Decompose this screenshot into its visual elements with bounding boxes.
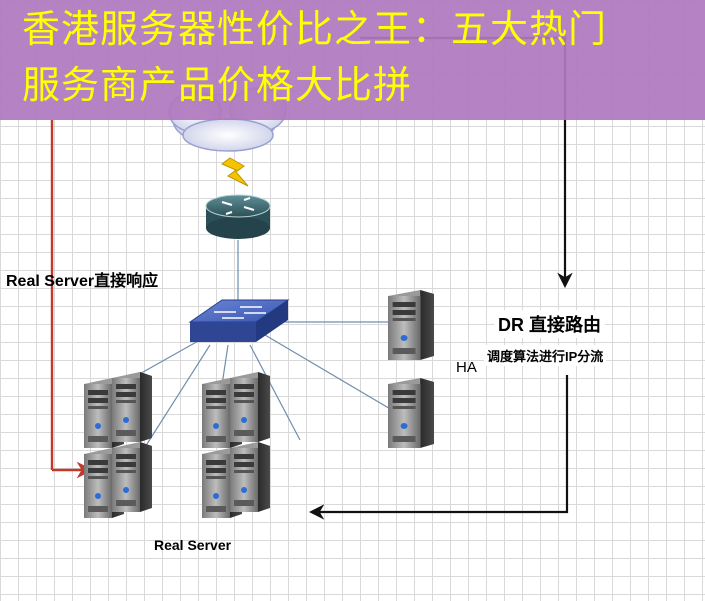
- server-icon: [112, 442, 152, 512]
- switch-to-server3-link: [249, 344, 301, 441]
- router-icon: [205, 194, 271, 239]
- direct-response-arrow: [50, 120, 94, 479]
- real-server-label: Real Server: [154, 537, 232, 553]
- banner-title-line-2: 服务商产品价格大比拼: [22, 63, 413, 107]
- ha-server-2: [388, 378, 434, 448]
- dr-to-realserver-arrow: [308, 375, 569, 520]
- lightning-icon: [221, 157, 249, 187]
- server-icon: [388, 378, 434, 448]
- dr-direct-route-label: DR 直接路由: [494, 310, 605, 338]
- switch-icon: [188, 299, 290, 342]
- switch-to-ha2-link: [264, 334, 393, 411]
- real-server-cluster: [84, 372, 270, 518]
- network-links: [119, 240, 393, 456]
- server-icon: [388, 290, 434, 360]
- ha-server-1: [388, 290, 434, 360]
- switch-to-server2-link: [221, 344, 229, 386]
- dispatch-algorithm-label: 调度算法进行IP分流: [484, 345, 607, 366]
- server-icon: [230, 372, 270, 442]
- ha-label: HA: [456, 359, 477, 376]
- banner-title-line-1: 香港服务器性价比之王：五大热门: [22, 7, 608, 51]
- real-server-direct-label: Real Server直接响应: [6, 273, 159, 290]
- server-icon: [112, 372, 152, 442]
- server-icon: [230, 442, 270, 512]
- title-banner: 香港服务器性价比之王：五大热门 服务商产品价格大比拼: [0, 0, 705, 120]
